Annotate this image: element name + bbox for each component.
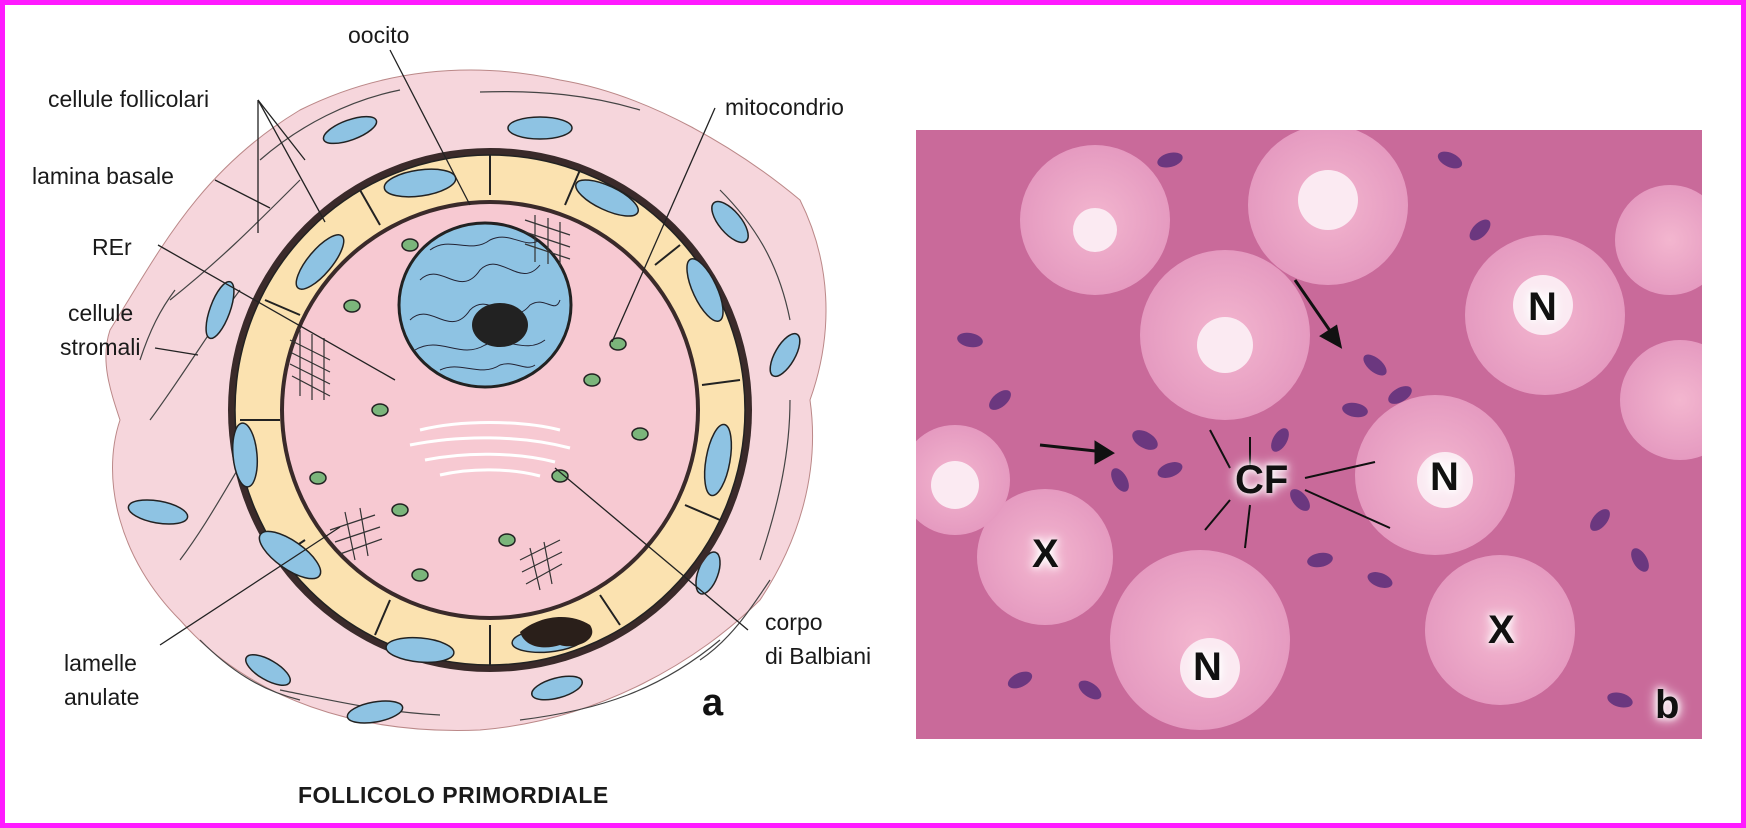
label-n-bottom: N [1193,645,1222,690]
label-x-right: X [1488,608,1515,653]
label-cf: CF [1235,458,1288,503]
panel-letter-b: b [1655,683,1679,728]
label-n-mid: N [1430,455,1459,500]
label-n-top: N [1528,285,1557,330]
label-x-left: X [1032,532,1059,577]
